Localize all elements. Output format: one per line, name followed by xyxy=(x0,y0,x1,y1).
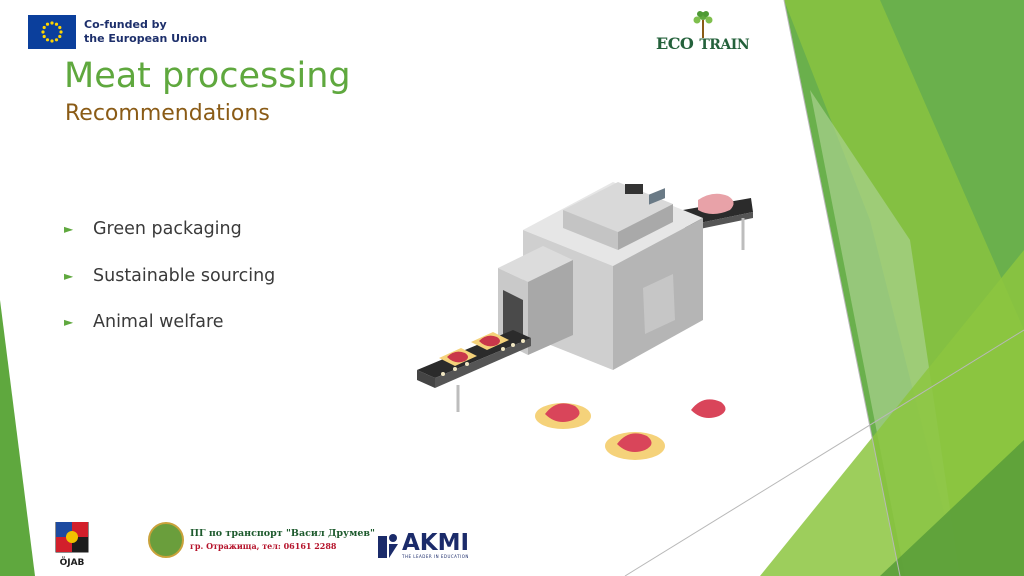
akmi-logo: AKMI THE LEADER IN EDUCATION xyxy=(378,532,469,560)
eco-logo-right-text: TRAIN xyxy=(699,37,750,53)
pg-emblem xyxy=(148,522,184,558)
slide-title: Meat processing xyxy=(64,56,351,96)
eu-cofunded-text: Co-funded by the European Union xyxy=(84,18,207,46)
bullet-list: ► Green packaging ► Sustainable sourcing… xyxy=(64,206,275,346)
bullet-text: Animal welfare xyxy=(93,312,224,333)
eu-text-line1: Co-funded by xyxy=(84,18,167,31)
eu-cofunded-badge: Co-funded by the European Union xyxy=(28,15,207,49)
bullet-arrow-icon: ► xyxy=(64,222,74,237)
ecotrain-logo: ECO TRAIN xyxy=(656,10,752,55)
meat-processing-machine-illustration xyxy=(417,182,753,460)
bullet-arrow-icon: ► xyxy=(64,268,74,283)
eco-logo-left-text: ECO xyxy=(656,34,694,53)
bullet-item: ► Green packaging xyxy=(64,206,275,253)
ojab-logo: ÖJAB xyxy=(54,521,90,568)
akmi-mark-icon xyxy=(378,534,398,558)
pg-logo-line1: ПГ по транспорт "Васил Друмев" xyxy=(190,528,375,539)
eu-flag-icon xyxy=(28,15,76,49)
bullet-item: ► Animal welfare xyxy=(64,299,275,346)
slide-subtitle: Recommendations xyxy=(65,101,270,126)
ojab-label: ÖJAB xyxy=(59,558,85,568)
eco-tree-icon xyxy=(693,11,713,38)
bullet-text: Sustainable sourcing xyxy=(93,265,276,286)
pg-transport-logo: ПГ по транспорт "Васил Друмев" гр. Отраж… xyxy=(148,522,375,558)
akmi-name: AKMI xyxy=(402,530,470,556)
ojab-emblem-icon xyxy=(55,521,89,553)
pg-logo-line2: гр. Отражища, тел: 06161 2288 xyxy=(190,541,337,551)
bullet-text: Green packaging xyxy=(93,219,242,240)
bullet-item: ► Sustainable sourcing xyxy=(64,253,275,300)
bullet-arrow-icon: ► xyxy=(64,315,74,330)
eu-text-line2: the European Union xyxy=(84,32,208,45)
akmi-tagline: THE LEADER IN EDUCATION xyxy=(402,554,469,559)
